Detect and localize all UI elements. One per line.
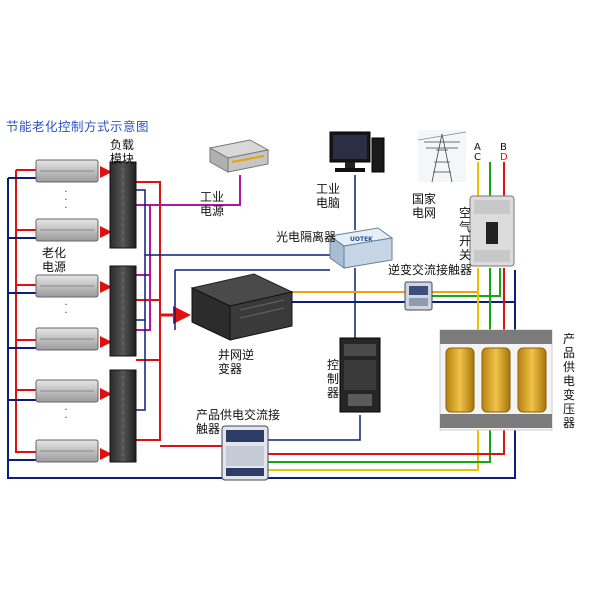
phase-label: C — [474, 152, 481, 163]
load-module — [109, 161, 137, 249]
ellipsis-mark: · — [64, 195, 67, 206]
product-transformer-device — [439, 329, 553, 431]
inverter-contactor-label: 逆变交流接触器 — [388, 263, 473, 277]
ellipsis-mark: · — [64, 308, 67, 319]
optical-isolator-device: UOTEK — [328, 227, 394, 269]
industrial-pc-label: 工业电脑 — [316, 182, 341, 210]
product-contactor-device — [221, 425, 269, 481]
grid-inverter-label: 并网逆变器 — [218, 348, 255, 376]
ellipsis-mark: · — [64, 413, 67, 424]
phase-label: A — [474, 142, 481, 153]
phase-labels: A C B D — [474, 142, 508, 163]
industrial-pc-device — [329, 131, 385, 173]
industrial-power-device — [208, 139, 270, 173]
load-module — [109, 369, 137, 463]
aging-power-unit — [35, 274, 99, 298]
ellipsis-mark: · — [64, 187, 67, 198]
ellipsis-mark: · — [64, 405, 67, 416]
load-module-label: 负载模块 — [109, 138, 134, 166]
aging-power-unit — [35, 439, 99, 463]
aging-power-units: · · · · · · · — [35, 159, 99, 463]
optical-isolator-label: 光电隔离器 — [276, 230, 337, 244]
diagram-title: 节能老化控制方式示意图 — [6, 119, 150, 134]
national-grid-label: 国家电网 — [412, 192, 437, 220]
controller-device — [339, 337, 381, 413]
phase-label: B — [500, 142, 507, 153]
aging-power-unit — [35, 379, 99, 403]
product-transformer-label: 产品供电变压器 — [562, 332, 575, 430]
controller-label: 控制器 — [326, 358, 339, 400]
product-contactor-label: 产品供电交流接触器 — [196, 408, 281, 436]
aging-power-label: 老化电源 — [42, 246, 67, 274]
ellipsis-mark: · — [64, 300, 67, 311]
inverter-contactor-device — [404, 281, 433, 311]
load-module — [109, 265, 137, 357]
aging-power-unit — [35, 327, 99, 351]
device-brand: UOTEK — [350, 236, 373, 243]
grid-inverter-device — [190, 273, 294, 341]
industrial-power-label: 工业电源 — [200, 190, 225, 218]
air-switch-label: 空气开关 — [458, 206, 471, 262]
phase-label: D — [500, 152, 508, 163]
ellipsis-mark: · — [64, 203, 67, 214]
load-modules — [109, 161, 137, 463]
air-switch-device — [469, 195, 515, 267]
aging-power-unit — [35, 159, 99, 183]
aging-power-unit — [35, 218, 99, 242]
pylon-icon — [417, 130, 467, 183]
